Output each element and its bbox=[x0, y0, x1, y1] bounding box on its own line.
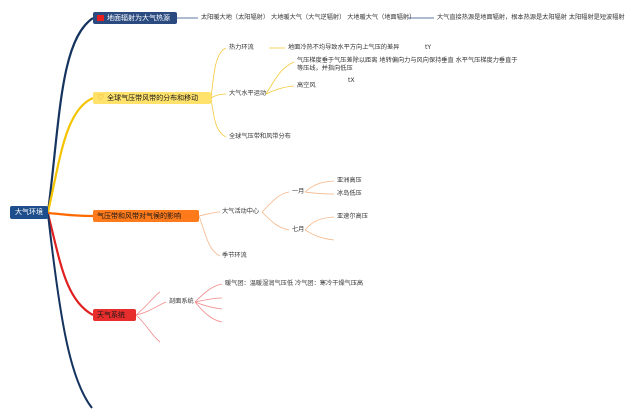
connector-b4-c1-extra-1 bbox=[135, 314, 161, 343]
connector-b4-c1 bbox=[135, 301, 167, 316]
b2-upper-wind-mark: tX bbox=[348, 77, 355, 84]
branch-1-node[interactable]: 地面辐射为大气热源 bbox=[93, 12, 177, 24]
branch-4-node[interactable]: 天气系统 bbox=[93, 309, 136, 321]
b3-asian-high[interactable]: 亚洲高压 bbox=[337, 177, 362, 184]
connector-b4-leaf-2 bbox=[194, 297, 223, 303]
connector-root-branch-4 bbox=[46, 213, 94, 316]
b2-child-thermal-circulation[interactable]: 热力环流 bbox=[229, 44, 254, 51]
connector-b2-c1 bbox=[210, 47, 227, 99]
b2-child-horizontal-motion[interactable]: 大气水平运动 bbox=[229, 90, 267, 97]
b1-child-1[interactable]: 太阳暖大地（太阳辐射） 大地暖大气（大气逆辐射） 大地暖大气（地面辐射） bbox=[201, 14, 416, 21]
branch-2-node[interactable]: ♡全球气压带风带的分布和移动 bbox=[93, 92, 211, 104]
b2-child-global-belts[interactable]: 全球气压带和风带分布 bbox=[229, 133, 291, 140]
root-node[interactable]: 大气环境 bbox=[10, 206, 48, 219]
connector-b3-jul-2 bbox=[304, 229, 335, 241]
branch-3-label: 气压带和风带对气候的影响 bbox=[97, 212, 181, 220]
b2-thermal-detail[interactable]: 地面冷热不均导致水平方向上气压的差异 bbox=[288, 44, 400, 51]
connector-b3-jul bbox=[261, 211, 290, 231]
branch-1-label: 地面辐射为大气热源 bbox=[107, 14, 170, 22]
branch-4-label: 天气系统 bbox=[97, 311, 125, 319]
red-flag-icon bbox=[97, 15, 104, 21]
connector-b4-leaf-1 bbox=[194, 283, 223, 303]
b2-thermal-mark: tY bbox=[425, 44, 432, 51]
branch-2-label: 全球气压带风带的分布和移动 bbox=[107, 94, 199, 102]
connector-b2-c2-a bbox=[265, 61, 295, 95]
b2-upper-wind[interactable]: 高空风 bbox=[297, 82, 316, 89]
b1-child-2[interactable]: 大气直接热源是地面辐射，根本热源是太阳辐射 太阳辐射是短波辐射 bbox=[437, 14, 625, 21]
branch-3-node[interactable]: 气压带和风带对气候的影响 bbox=[93, 210, 199, 222]
connector-b2-c2-b bbox=[265, 85, 295, 95]
b3-july[interactable]: 七月 bbox=[292, 226, 305, 233]
connector-b3-jan bbox=[261, 191, 290, 213]
b2-pressure-gradient-note[interactable]: 气压梯度垂于气压差除以距离 地转偏向力与风向保持垂直 水平气压梯度力垂直于等压线… bbox=[297, 57, 518, 72]
b3-child-action-centers[interactable]: 大气活动中心 bbox=[222, 208, 260, 215]
connector-b3-jan-1 bbox=[304, 180, 335, 193]
connector-b4-leaf-3 bbox=[194, 301, 223, 310]
connector-root-branch-2 bbox=[46, 96, 94, 213]
b3-january[interactable]: 一月 bbox=[292, 188, 305, 195]
heart-icon: ♡ bbox=[97, 93, 105, 102]
b3-child-seasonal-circulation[interactable]: 季节环流 bbox=[222, 252, 247, 259]
connector-b4-leaf-4 bbox=[194, 301, 223, 323]
b3-azores-high[interactable]: 亚速尔高压 bbox=[337, 213, 368, 220]
connector-b3-c1 bbox=[198, 211, 221, 217]
connector-b3-jul-1 bbox=[304, 216, 335, 231]
b4-child-section-system[interactable]: 剖面系统 bbox=[169, 298, 194, 305]
connector-root-extra-bottom bbox=[47, 213, 93, 409]
connector-b2-c2 bbox=[210, 93, 227, 99]
b4-air-mass-note[interactable]: 暖气团：温暖湿润气压低 冷气团：寒冷干燥气压高 bbox=[225, 280, 364, 287]
connector-b4-c1-extra-2 bbox=[135, 291, 161, 316]
connector-root-branch-1 bbox=[46, 17, 94, 213]
root-label: 大气环境 bbox=[15, 208, 43, 216]
connector-root-branch-3 bbox=[47, 211, 94, 218]
connector-b2-c3 bbox=[210, 97, 227, 138]
connector-b3-c2 bbox=[198, 215, 221, 257]
connector-b3-jan-2 bbox=[304, 191, 335, 195]
b3-icelandic-low[interactable]: 冰岛低压 bbox=[337, 190, 362, 197]
